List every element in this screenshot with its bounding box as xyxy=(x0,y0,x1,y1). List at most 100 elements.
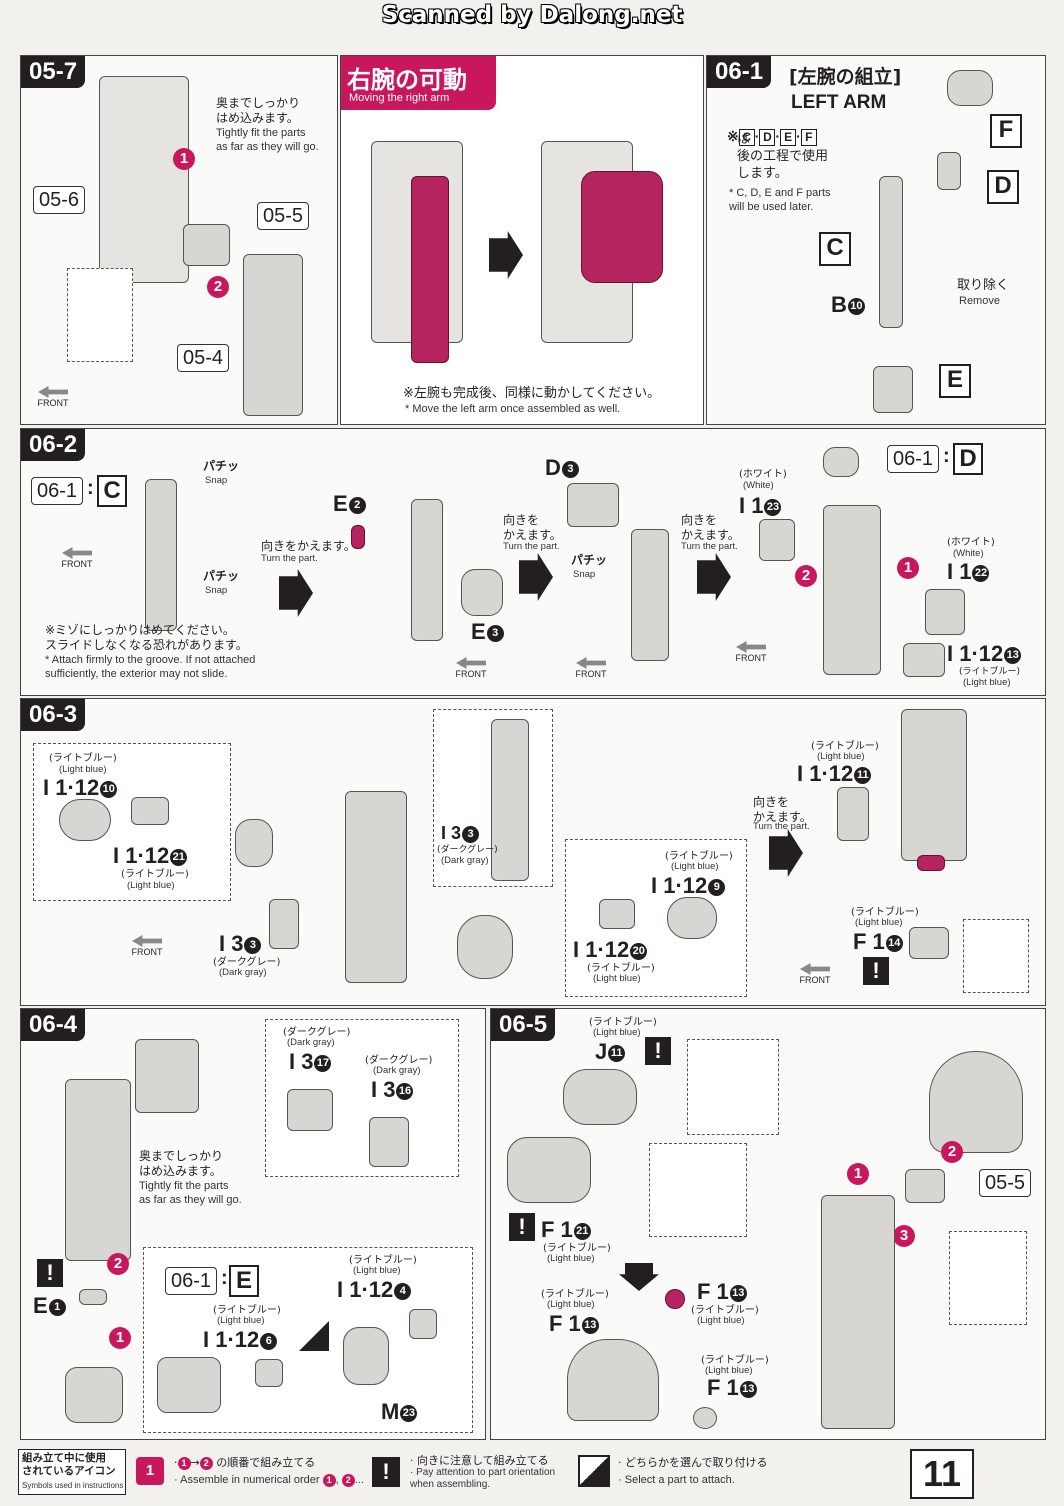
detail-box-frame xyxy=(649,1143,747,1237)
next-arrow-3 xyxy=(697,553,731,601)
moving-title-jp: 右腕の可動 xyxy=(347,66,467,94)
note-en: Tightly fit the parts as far as they wil… xyxy=(216,127,319,153)
ref-05-5: 05-5 xyxy=(257,202,310,230)
i1-22-part xyxy=(925,589,965,635)
forearm-frame xyxy=(145,479,177,631)
moving-title-box xyxy=(341,56,496,110)
lb-en-1: (Light blue) xyxy=(59,764,107,775)
white-jp-2: (ホワイト) xyxy=(947,537,995,548)
moving-arm-panel: 右腕の可動 Moving the right arm ※左腕も完成後、同様に動か… xyxy=(340,55,704,425)
forearm-final xyxy=(901,709,967,861)
part-d-box: D xyxy=(987,170,1019,204)
arm-after-part xyxy=(581,171,663,283)
title-jp: [左腕の組立] xyxy=(789,66,902,88)
shield-part xyxy=(99,76,189,283)
colon: : xyxy=(87,477,94,499)
turn-en: Turn the part. xyxy=(753,821,810,832)
legend-step-icon: 1 xyxy=(136,1457,164,1485)
step-06-2-panel: 06-2 06-1 : C パチッ Snap パチッ Snap FRONT ※ミ… xyxy=(20,428,1046,696)
step-label: 06-2 xyxy=(21,429,86,461)
i1-12-13-part xyxy=(903,643,945,677)
front-indicator: FRONT xyxy=(59,547,95,569)
step-1-marker: 1 xyxy=(897,557,919,579)
next-arrow-1 xyxy=(279,569,313,617)
legend-choice-icon xyxy=(578,1455,610,1487)
lb-en-2: (Light blue) xyxy=(353,1265,401,1276)
dg-en-1: (Dark gray) xyxy=(287,1037,335,1048)
lb-jp-2: (ライトブルー) xyxy=(349,1255,417,1266)
e2-part xyxy=(351,525,365,549)
snap-en-2: Snap xyxy=(573,569,596,580)
down-arrow xyxy=(619,1263,659,1291)
arm-before-part xyxy=(411,176,449,363)
p11-part xyxy=(837,787,869,841)
legend-i2-en: · Pay attention to part orientation when… xyxy=(410,1467,556,1490)
elbow-block xyxy=(135,1039,199,1113)
hand-e3 xyxy=(461,569,503,616)
detail-box-j xyxy=(687,1039,779,1135)
snap-jp-top: パチッ xyxy=(203,459,240,473)
step-label: 05-7 xyxy=(21,56,86,88)
remove-en: Remove xyxy=(959,295,1000,307)
lb-en-4: (Light blue) xyxy=(593,973,641,984)
next-arrow-2 xyxy=(519,553,553,601)
front-indicator: FRONT xyxy=(573,657,609,679)
p6-part xyxy=(255,1359,283,1387)
legend-title-jp: 組み立て中に使用 されているアイコン xyxy=(22,1452,116,1477)
warning-icon: ! xyxy=(863,957,889,985)
hand-frame xyxy=(157,1357,221,1413)
lightblue-en: (Light blue) xyxy=(963,677,1011,688)
warning-icon: ! xyxy=(37,1259,63,1287)
elbow-part xyxy=(235,819,273,867)
part-c-box: C xyxy=(819,232,851,266)
scan-credit: Scanned by Dalong.net xyxy=(381,2,683,28)
legend-i1-en: · Assemble in numerical order 1, 2... xyxy=(174,1474,364,1487)
forearm-assembly-1 xyxy=(411,499,443,641)
p9-cover xyxy=(667,897,717,939)
lb-en-5: (Light blue) xyxy=(705,1365,753,1376)
ref-05-5: 05-5 xyxy=(979,1169,1032,1197)
colon-d: : xyxy=(943,445,950,467)
d3-part xyxy=(567,483,619,527)
center-detail-part xyxy=(491,719,529,881)
dg-jp-1: (ダークグレー) xyxy=(283,1027,351,1038)
legend-warning-icon: ! xyxy=(372,1457,400,1487)
turn-jp-2: 向きを かえます。 xyxy=(503,513,562,542)
i3-part xyxy=(269,899,299,949)
turn-jp: 向きを かえます。 xyxy=(753,795,812,824)
lb-jp-2: (ライトブルー) xyxy=(121,869,189,880)
arm-completed xyxy=(821,1195,895,1429)
turn-jp-1: 向きをかえます。 xyxy=(261,539,356,553)
shoulder-cap xyxy=(567,1339,659,1421)
legend-bar: 組み立て中に使用 されているアイコン Symbols used in instr… xyxy=(18,1449,1048,1495)
colon: : xyxy=(221,1267,228,1289)
turn-en-3: Turn the part. xyxy=(681,541,738,552)
p17-part xyxy=(287,1089,333,1131)
part-f-box: F xyxy=(990,114,1022,148)
p16-part xyxy=(369,1117,409,1167)
shoulder-frame xyxy=(507,1137,591,1203)
shoulder-joint xyxy=(905,1169,945,1203)
front-indicator: FRONT xyxy=(797,963,833,985)
elbow-cover xyxy=(457,915,513,979)
lb-jp-3: (ライトブルー) xyxy=(541,1289,609,1300)
ref-06-1: 06-1 xyxy=(165,1267,218,1295)
warning-icon-2: ! xyxy=(509,1213,535,1241)
snap-en-top: Snap xyxy=(205,475,228,486)
step-1-marker: 1 xyxy=(173,148,195,170)
note-jp: 奥までしっかり はめ込みます。 xyxy=(139,1149,224,1178)
detail-box-joint xyxy=(949,1231,1027,1325)
page-number: 11 xyxy=(910,1449,974,1499)
transition-arrow xyxy=(489,231,523,279)
